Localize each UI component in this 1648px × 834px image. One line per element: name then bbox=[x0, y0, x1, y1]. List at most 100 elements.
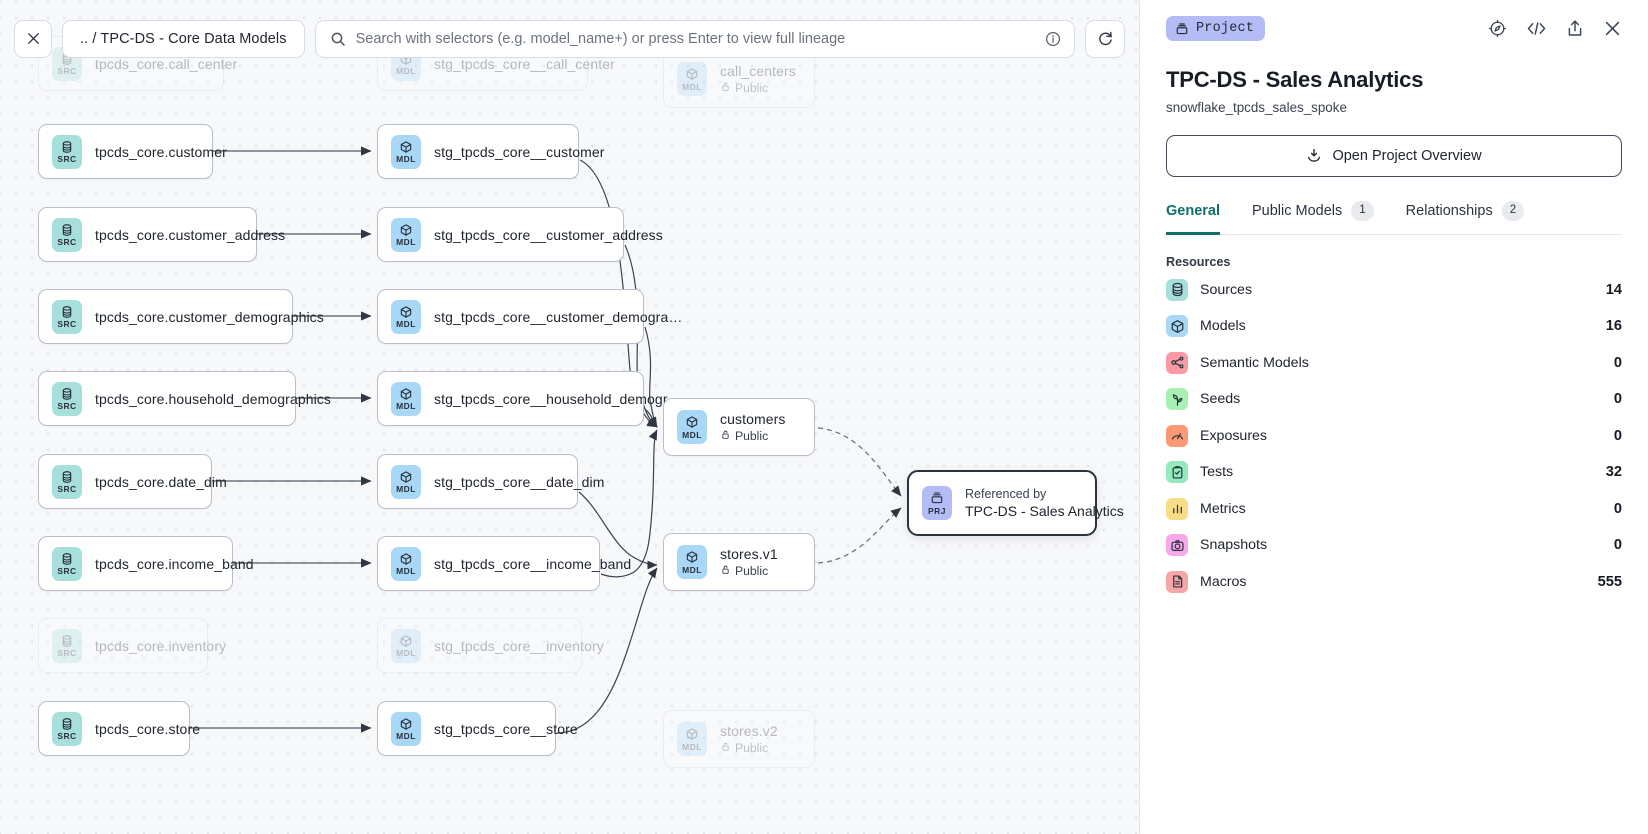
lineage-node-src-household-demographics[interactable]: SRC tpcds_core.household_demographics bbox=[38, 371, 331, 426]
lineage-node-mdl-stg-date-dim[interactable]: MDL stg_tpcds_core__date_dim bbox=[377, 454, 604, 509]
lock-icon bbox=[720, 429, 731, 443]
resource-row-metrics[interactable]: Metrics 0 bbox=[1166, 494, 1622, 525]
access-badge: Public bbox=[720, 81, 796, 95]
resource-row-models[interactable]: Models 16 bbox=[1166, 311, 1622, 342]
lineage-node-mdl-stg-income-band[interactable]: MDL stg_tpcds_core__income_band bbox=[377, 536, 631, 591]
lineage-node-label: stg_tpcds_core__customer_address bbox=[434, 226, 663, 243]
resources-list: Sources 14 Models 16 Semantic Models 0 S… bbox=[1166, 275, 1622, 598]
lineage-node-mdl-stg-household-demographics[interactable]: MDL stg_tpcds_core__household_demogr… bbox=[377, 371, 682, 426]
database-icon: SRC bbox=[52, 134, 82, 169]
info-circle-icon[interactable] bbox=[1045, 31, 1061, 47]
lineage-node-src-store[interactable]: SRC tpcds_core.store bbox=[38, 701, 200, 756]
open-project-overview-button[interactable]: Open Project Overview bbox=[1166, 135, 1622, 177]
lock-icon bbox=[720, 741, 731, 755]
gauge-icon bbox=[1166, 424, 1188, 447]
lineage-node-mdl-stg-customer-demographics[interactable]: MDL stg_tpcds_core__customer_demogra… bbox=[377, 289, 682, 344]
lineage-node-src-date-dim[interactable]: SRC tpcds_core.date_dim bbox=[38, 454, 227, 509]
cube-icon: MDL bbox=[677, 410, 707, 444]
lineage-node-prj-referenced-by[interactable]: PRJ Referenced by TPC-DS - Sales Analyti… bbox=[907, 470, 1124, 536]
resource-row-macros[interactable]: Macros 555 bbox=[1166, 567, 1622, 598]
project-subtitle: snowflake_tpcds_sales_spoke bbox=[1166, 100, 1347, 115]
database-icon: SRC bbox=[52, 464, 82, 499]
close-lineage-button[interactable] bbox=[14, 19, 52, 58]
access-label: Public bbox=[735, 429, 769, 443]
lineage-node-label: tpcds_core.customer_address bbox=[95, 226, 286, 243]
access-badge: Public bbox=[720, 741, 778, 755]
lineage-node-label: stg_tpcds_core__inventory bbox=[434, 637, 604, 654]
resource-label: Semantic Models bbox=[1200, 354, 1309, 371]
lineage-node-label: tpcds_core.customer_demographics bbox=[95, 308, 324, 325]
resource-count: 16 bbox=[1605, 318, 1622, 335]
page-title: TPC-DS - Sales Analytics bbox=[1166, 67, 1424, 92]
close-icon[interactable] bbox=[1603, 19, 1622, 38]
lineage-node-src-customer-address[interactable]: SRC tpcds_core.customer_address bbox=[38, 207, 285, 262]
cube-icon bbox=[1166, 315, 1188, 338]
share-icon[interactable] bbox=[1566, 19, 1584, 38]
cube-icon: MDL bbox=[391, 134, 421, 169]
lineage-node-label: stg_tpcds_core__customer bbox=[434, 143, 605, 160]
lineage-node-label: tpcds_core.store bbox=[95, 720, 201, 737]
tab-general[interactable]: General bbox=[1166, 201, 1220, 235]
lineage-node-label: tpcds_core.date_dim bbox=[95, 473, 227, 490]
resource-count: 555 bbox=[1597, 573, 1622, 590]
explore-icon[interactable] bbox=[1488, 19, 1507, 38]
cube-icon: MDL bbox=[677, 62, 707, 96]
resource-row-tests[interactable]: Tests 32 bbox=[1166, 457, 1622, 488]
cube-icon: MDL bbox=[391, 464, 421, 499]
resource-count: 0 bbox=[1613, 427, 1622, 444]
lineage-node-src-income-band[interactable]: SRC tpcds_core.income_band bbox=[38, 536, 254, 591]
lineage-node-label: stg_tpcds_core__customer_demogra… bbox=[434, 308, 683, 325]
search-input[interactable]: Search with selectors (e.g. model_name+)… bbox=[355, 30, 846, 47]
breadcrumb[interactable]: .. / TPC-DS - Core Data Models bbox=[62, 19, 305, 58]
lineage-node-mdl-stg-customer[interactable]: MDL stg_tpcds_core__customer bbox=[377, 124, 604, 179]
resource-count: 0 bbox=[1613, 500, 1622, 517]
resource-row-snapshots[interactable]: Snapshots 0 bbox=[1166, 530, 1622, 561]
lineage-node-mdl-stores-v2[interactable]: MDL stores.v2 Public bbox=[663, 710, 815, 768]
bar-chart-icon bbox=[1166, 497, 1188, 520]
project-icon: PRJ bbox=[922, 486, 952, 520]
lineage-node-mdl-customers[interactable]: MDL customers Public bbox=[663, 398, 815, 456]
resource-label: Seeds bbox=[1200, 391, 1241, 408]
lineage-node-label: customers bbox=[720, 411, 786, 427]
lineage-canvas[interactable]: SRC tpcds_core.call_center SRC tpcds_cor… bbox=[0, 0, 1139, 834]
cube-icon: MDL bbox=[391, 381, 421, 416]
search-icon bbox=[330, 31, 346, 47]
project-name-label: TPC-DS - Sales Analytics bbox=[965, 503, 1124, 519]
lineage-node-label: stg_tpcds_core__call_center bbox=[434, 55, 615, 72]
lineage-node-mdl-stg-store[interactable]: MDL stg_tpcds_core__store bbox=[377, 701, 578, 756]
lineage-node-label: stg_tpcds_core__store bbox=[434, 720, 578, 737]
referenced-by-label: Referenced by bbox=[965, 487, 1047, 501]
resource-label: Tests bbox=[1200, 464, 1234, 481]
lineage-node-mdl-stg-customer-address[interactable]: MDL stg_tpcds_core__customer_address bbox=[377, 207, 663, 262]
lock-icon bbox=[720, 81, 731, 95]
resource-row-sources[interactable]: Sources 14 bbox=[1166, 275, 1622, 306]
cube-icon: MDL bbox=[391, 546, 421, 581]
clipboard-check-icon bbox=[1166, 461, 1188, 484]
code-icon[interactable] bbox=[1526, 19, 1547, 38]
resource-count: 0 bbox=[1613, 537, 1622, 554]
resource-count: 32 bbox=[1605, 464, 1622, 481]
tab-count: 2 bbox=[1501, 201, 1525, 221]
lineage-node-src-inventory[interactable]: SRC tpcds_core.inventory bbox=[38, 618, 226, 673]
search-bar[interactable]: Search with selectors (e.g. model_name+)… bbox=[314, 19, 1075, 58]
panel-header: Project bbox=[1166, 0, 1622, 41]
lineage-node-label: tpcds_core.call_center bbox=[95, 55, 238, 72]
resource-label: Sources bbox=[1200, 281, 1253, 298]
database-icon bbox=[1166, 278, 1188, 301]
resource-row-exposures[interactable]: Exposures 0 bbox=[1166, 421, 1622, 452]
resource-row-seeds[interactable]: Seeds 0 bbox=[1166, 384, 1622, 415]
refresh-icon bbox=[1097, 30, 1114, 47]
resource-row-semantic-models[interactable]: Semantic Models 0 bbox=[1166, 348, 1622, 379]
lineage-node-mdl-stores-v1[interactable]: MDL stores.v1 Public bbox=[663, 533, 815, 591]
tab-label: General bbox=[1166, 202, 1220, 219]
access-label: Public bbox=[735, 741, 769, 755]
resource-count: 14 bbox=[1605, 281, 1622, 298]
database-icon: SRC bbox=[52, 711, 82, 746]
lineage-node-src-customer[interactable]: SRC tpcds_core.customer bbox=[38, 124, 227, 179]
camera-icon bbox=[1166, 534, 1188, 557]
lineage-node-src-customer-demographics[interactable]: SRC tpcds_core.customer_demographics bbox=[38, 289, 324, 344]
lineage-node-mdl-stg-inventory[interactable]: MDL stg_tpcds_core__inventory bbox=[377, 618, 604, 673]
refresh-button[interactable] bbox=[1085, 19, 1125, 58]
